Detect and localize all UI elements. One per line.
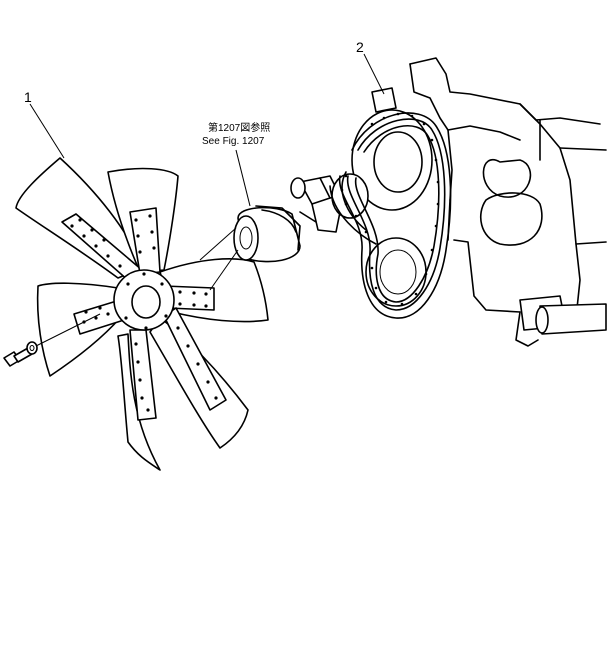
fan-hub-holes [124, 272, 168, 330]
engine-front [290, 57, 607, 347]
callout-2-leader [363, 53, 385, 95]
belt-tooth-marks [340, 112, 440, 306]
fan-washer [26, 341, 38, 355]
callout-2-label: 2 [356, 39, 364, 55]
reference-english: See Fig. 1207 [202, 136, 265, 147]
reference-leader [235, 149, 251, 207]
reference-japanese: 第1207図参照 [208, 121, 270, 134]
fan-arm-upper [129, 207, 161, 275]
fan-pulley-spacer [233, 205, 301, 263]
fan-hub-center [131, 285, 161, 319]
cooling-fan [15, 157, 269, 471]
callout-1-label: 1 [24, 89, 32, 105]
fan-blade-lower [117, 333, 161, 471]
callout-1-leader [29, 103, 65, 159]
crankshaft-pulley [331, 109, 433, 307]
fan-bolt-holes [70, 214, 218, 412]
v-belts [329, 112, 452, 319]
